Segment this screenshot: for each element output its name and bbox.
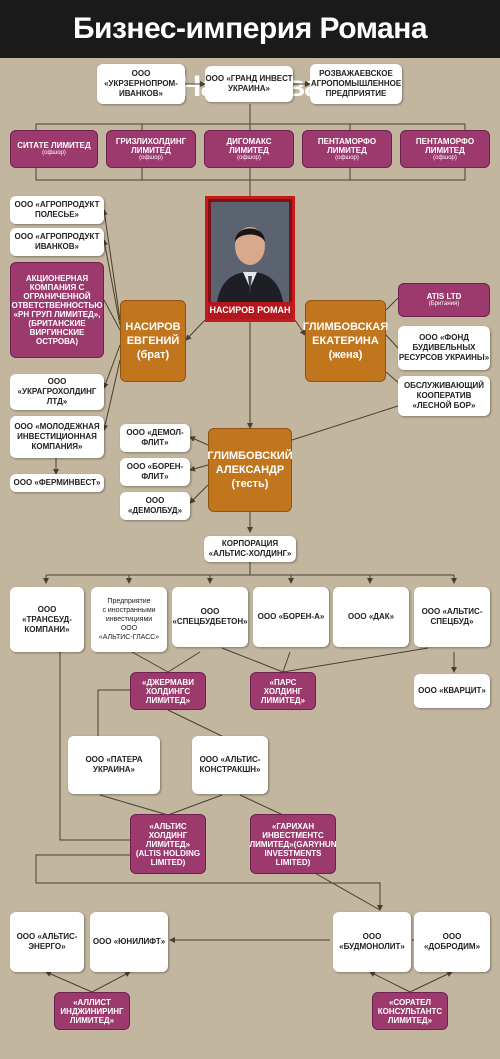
soratel-consultants-box: «СОРАТЕЛ КОНСУЛЬТАНТС ЛИМИТЕД»: [372, 992, 448, 1030]
father-in-law-name: ГЛИМБОВСКИЙ АЛЕКСАНДР: [207, 450, 293, 476]
transbud-kompani-box: ООО «ТРАНСБУД- КОМПАНИ»: [10, 587, 84, 652]
spetsbudbeton-box: ООО «СПЕЦБУДБЕТОН»: [172, 587, 248, 647]
ukrzernoprom-ivankov-box: ООО «УКРЗЕРНОПРОМ- ИВАНКОВ»: [97, 64, 185, 104]
offshore-note: (офшор): [139, 154, 163, 161]
demolbud-box: ООО «ДЕМОЛБУД»: [120, 492, 190, 520]
budmonolit-box: ООО «БУДМОНОЛИТ»: [333, 912, 411, 972]
portrait-image: [211, 202, 289, 302]
lesnoy-bor-cooperative-box: ОБСЛУЖИВАЮЩИЙ КООПЕРАТИВ «ЛЕСНОЙ БОР»: [398, 376, 490, 416]
dobrodim-box: ООО «ДОБРОДИМ»: [414, 912, 490, 972]
boren-flit-box: ООО «БОРЕН- ФЛИТ»: [120, 458, 190, 486]
yunilift-box: ООО «ЮНИЛИФТ»: [90, 912, 168, 972]
ukragroholding-box: ООО «УКРАГРОХОЛДИНГ ЛТД»: [10, 374, 104, 410]
chart-title: Бизнес-империя Романа Насирова: [0, 0, 500, 103]
dak-box: ООО «ДАК»: [333, 587, 409, 647]
portrait-icon: [211, 202, 289, 302]
brother-evgeniy-box: НАСИРОВ ЕВГЕНИЙ (брат): [120, 300, 186, 382]
sitate-name: СИТАТЕ ЛИМИТЕД: [17, 141, 91, 150]
digomaks-name: ДИГОМАКС ЛИМИТЕД: [226, 136, 272, 155]
wife-name: ГЛИМБОВСКАЯ ЕКАТЕРИНА: [302, 321, 389, 347]
atis-name: ATIS LTD: [426, 292, 462, 301]
atis-country-note: (Британия): [428, 301, 460, 307]
altis-energo-box: ООО «АЛЬТИС- ЭНЕРГО»: [10, 912, 84, 972]
offshore-note: (офшор): [335, 154, 359, 161]
boren-a-box: ООО «БОРЕН-А»: [253, 587, 329, 647]
offshore-note: (офшор): [433, 154, 457, 161]
grizliholding-limited-box: ГРИЗЛИХОЛДИНГ ЛИМИТЕД (офшор): [106, 130, 196, 168]
dzhermavi-holdings-box: «ДЖЕРМАВИ ХОЛДИНГС ЛИМИТЕД»: [130, 672, 206, 710]
rozvazhaevskoe-box: РОЗВАЖАЕВСКОЕ АГРОПОМЫШЛЕННОЕ ПРЕДПРИЯТИ…: [310, 64, 402, 104]
altis-holding-corporation-box: КОРПОРАЦИЯ «АЛЬТИС-ХОЛДИНГ»: [204, 536, 296, 562]
pentamorfo-name: ПЕНТАМОРФО ЛИМИТЕД: [415, 136, 475, 155]
altis-spetsbud-box: ООО «АЛЬТИС- СПЕЦБУД»: [414, 587, 490, 647]
offshore-note: (офшор): [237, 154, 261, 161]
brother-name: НАСИРОВ ЕВГЕНИЙ: [125, 321, 181, 347]
ferminvest-box: ООО «ФЕРМИНВЕСТ»: [10, 474, 104, 492]
wife-role: (жена): [328, 349, 363, 361]
rn-group-limited-box: АКЦИОНЕРНАЯ КОМПАНИЯ С ОГРАНИЧЕННОЙ ОТВЕ…: [10, 262, 104, 358]
father-in-law-alexander-box: ГЛИМБОВСКИЙ АЛЕКСАНДР (тесть): [207, 428, 293, 512]
pars-holding-box: «ПАРС ХОЛДИНГ ЛИМИТЕД»: [250, 672, 316, 710]
kvartsit-box: ООО «КВАРЦИТ»: [414, 674, 490, 708]
patera-ukraine-box: ООО «ПАТЕРА УКРАИНА»: [68, 736, 160, 794]
nasirov-roman-photo: НАСИРОВ РОМАН: [205, 196, 295, 322]
brother-role: (брат): [136, 349, 170, 361]
wife-ekaterina-box: ГЛИМБОВСКАЯ ЕКАТЕРИНА (жена): [302, 300, 389, 382]
offshore-note: (офшор): [42, 150, 66, 156]
sitate-limited-box: СИТАТЕ ЛИМИТЕД (офшор): [10, 130, 98, 168]
fond-budivelnykh-resursiv-box: ООО «ФОНД БУДИВЕЛЬНЫХ РЕСУРСОВ УКРАИНЫ»: [398, 326, 490, 370]
altis-holding-limited-box: «АЛЬТИС ХОЛДИНГ ЛИМИТЕД» (ALTIS HOLDING …: [130, 814, 206, 874]
digomaks-limited-box: ДИГОМАКС ЛИМИТЕД (офшор): [204, 130, 294, 168]
pentamorfo-limited-box-2: ПЕНТАМОРФО ЛИМИТЕД (офшор): [400, 130, 490, 168]
demol-flit-box: ООО «ДЕМОЛ- ФЛИТ»: [120, 424, 190, 452]
altis-glass-box: Предприятие с иностранными инвестициями …: [91, 587, 167, 652]
father-in-law-role: (тесть): [231, 478, 269, 490]
grand-invest-ukraine-box: ООО «ГРАНД ИНВЕСТ УКРАИНА»: [205, 66, 293, 102]
youth-investment-company-box: ООО «МОЛОДЕЖНАЯ ИНВЕСТИЦИОННАЯ КОМПАНИЯ»: [10, 416, 104, 458]
pentamorfo-limited-box-1: ПЕНТАМОРФО ЛИМИТЕД (офшор): [302, 130, 392, 168]
atis-ltd-box: ATIS LTD (Британия): [398, 283, 490, 317]
altis-konstrakshn-box: ООО «АЛЬТИС- КОНСТРАКШН»: [192, 736, 268, 794]
agroprodukt-polesye-box: ООО «АГРОПРОДУКТ ПОЛЕСЬЕ»: [10, 196, 104, 224]
grizli-name: ГРИЗЛИХОЛДИНГ ЛИМИТЕД: [115, 136, 187, 155]
center-name: НАСИРОВ РОМАН: [208, 302, 292, 319]
allist-engineering-box: «АЛЛИСТ ИНДЖИНИРИНГ ЛИМИТЕД»: [54, 992, 130, 1030]
garyhun-investments-box: «ГАРИХАН ИНВЕСТМЕНТС ЛИМИТЕД»(GARYHUN IN…: [250, 814, 336, 874]
agroprodukt-ivankov-box: ООО «АГРОПРОДУКТ ИВАНКОВ»: [10, 228, 104, 256]
pentamorfo-name: ПЕНТАМОРФО ЛИМИТЕД: [317, 136, 377, 155]
